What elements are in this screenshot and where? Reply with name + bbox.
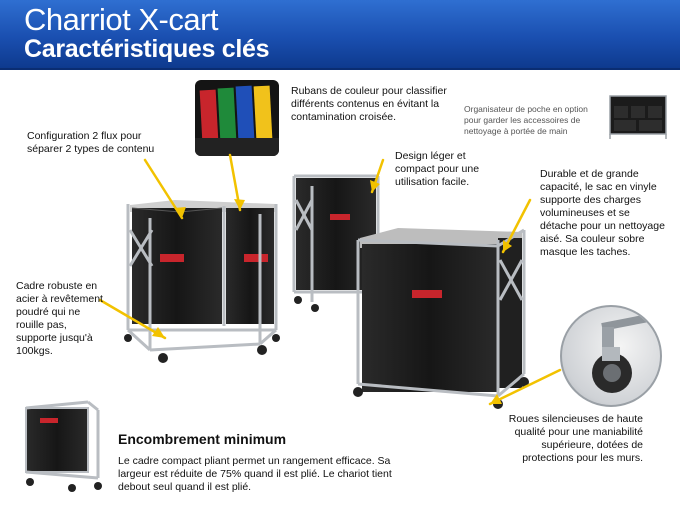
wheel-closeup-image	[560, 305, 662, 407]
callout-dual-flow: Configuration 2 flux pour séparer 2 type…	[27, 130, 155, 155]
callout-frame: Cadre robuste en acier à revêtement poud…	[16, 280, 103, 357]
pocket-organizer-image	[606, 92, 670, 140]
color-bands-image	[195, 80, 279, 156]
header-banner: Charriot X-cart Caractéristiques clés	[0, 0, 680, 70]
page-title: Charriot X-cart	[24, 2, 219, 37]
arrow-frame	[98, 298, 167, 340]
page-subtitle: Caractéristiques clés	[24, 35, 270, 63]
footprint-text: Le cadre compact pliant permet un rangem…	[118, 455, 392, 493]
folded-cart	[25, 400, 102, 492]
footprint-title: Encombrement minimum	[118, 431, 287, 447]
callout-color-bands: Rubans de couleur pour classifier différ…	[291, 85, 447, 123]
large-cart	[353, 228, 529, 409]
arrow-wheels	[488, 368, 562, 406]
callout-pocket-organizer: Organisateur de poche en option pour gar…	[464, 104, 588, 136]
callout-durable: Durable et de grande capacité, le sac en…	[540, 168, 665, 258]
callout-light-design: Design léger et compact pour une utilisa…	[395, 150, 480, 188]
callout-wheels: Roues silencieuses de haute qualité pour…	[508, 413, 643, 464]
